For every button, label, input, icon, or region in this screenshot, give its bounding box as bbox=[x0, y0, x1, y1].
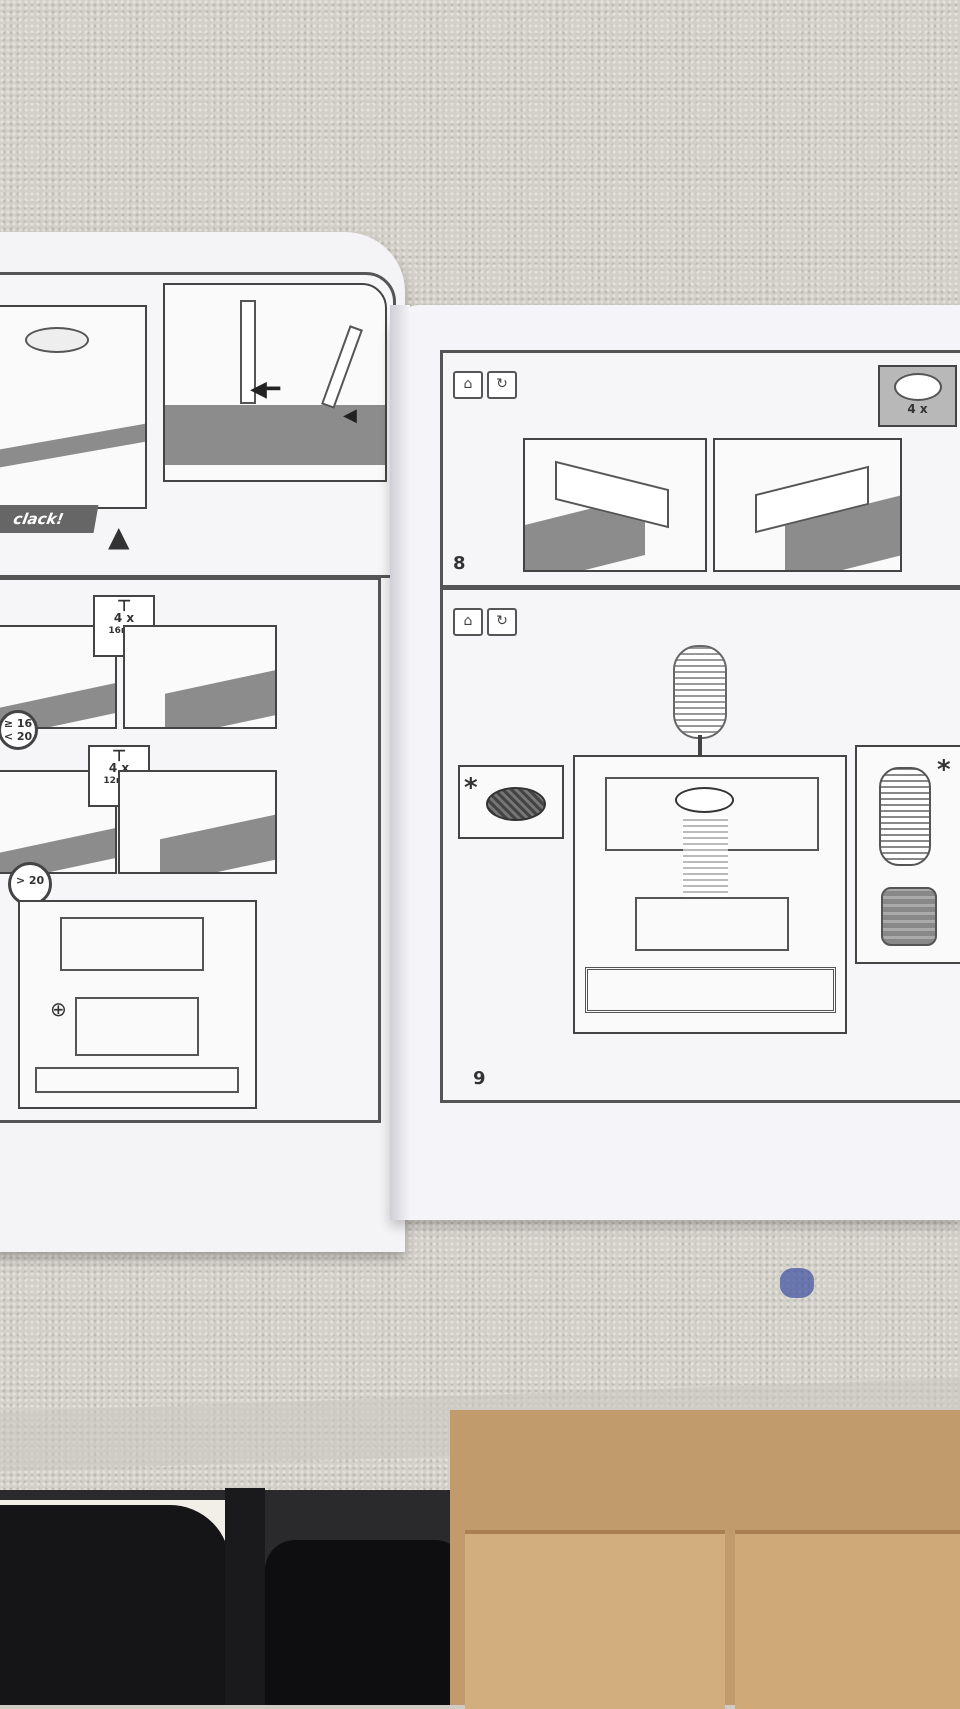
optional-grille-detail: * bbox=[458, 765, 564, 839]
recirculation-icon: ↻ bbox=[487, 371, 517, 399]
shelf-shading bbox=[165, 405, 385, 465]
arrow-left-icon: ◀━ bbox=[250, 377, 281, 402]
step-8-drawing-right bbox=[713, 438, 902, 572]
screw-icon: ⊤ bbox=[111, 746, 127, 765]
range-badge-16-20: ≥ 16 < 20 bbox=[0, 710, 38, 750]
step-8-panel: ⌂ ↻ 4 x 8 bbox=[440, 350, 960, 588]
house-arrow-icon: ⌂ bbox=[453, 608, 483, 636]
hood-front-drawing: ⊕ bbox=[18, 900, 257, 1109]
step-9-number: 9 bbox=[473, 1068, 486, 1089]
house-arrow-icon: ⌂ bbox=[453, 371, 483, 399]
left-middle-panel: ⊤ 4 x 16mm ≥ 16 < 20 ⊤ 4 x 12mm > 20 ⊕ bbox=[0, 577, 381, 1123]
table-leg bbox=[225, 1488, 265, 1705]
step-8-number: 8 bbox=[453, 553, 466, 574]
grille-icon bbox=[486, 787, 546, 821]
manual-right-page: ⌂ ↻ 4 x 8 ⌂ ↻ * bbox=[390, 305, 960, 1220]
arrow-up-icon: ▲ bbox=[108, 520, 130, 553]
cabinet-detail-drawing: ◀━ ◀ bbox=[163, 283, 387, 482]
optional-filter-detail: * bbox=[855, 745, 960, 964]
duct-hose-inner bbox=[683, 817, 728, 897]
manual-left-page: ◀━ ◀ clack! ▲ ⊤ 4 x 16mm ≥ 16 < 20 ⊤ 4 x… bbox=[0, 232, 405, 1252]
recirculation-icon: ↻ bbox=[487, 608, 517, 636]
dark-chair bbox=[265, 1540, 465, 1705]
duct-hose-icon bbox=[879, 767, 931, 866]
clack-label: clack! bbox=[0, 505, 99, 533]
arrow-left-icon: ◀ bbox=[343, 405, 357, 426]
cap-icon bbox=[893, 373, 942, 401]
cardboard-flap-right bbox=[735, 1530, 960, 1709]
step-9-panel: ⌂ ↻ * * 9 bbox=[440, 587, 960, 1103]
duct-hose-top bbox=[673, 645, 727, 739]
screw-mount-drawing-4 bbox=[118, 770, 277, 874]
ink-stain bbox=[780, 1268, 814, 1298]
screw-icon: ⊤ bbox=[116, 596, 132, 615]
filter-icon bbox=[881, 887, 937, 946]
dark-object bbox=[0, 1505, 230, 1705]
hood-drawing bbox=[0, 305, 147, 509]
cardboard-flap-left bbox=[465, 1530, 725, 1709]
hood-cutaway-drawing bbox=[573, 755, 847, 1034]
book-spine bbox=[390, 305, 410, 1220]
part-badge: 4 x bbox=[878, 365, 957, 427]
duct-ring bbox=[675, 787, 734, 813]
screw-mount-drawing-2 bbox=[123, 625, 277, 729]
left-top-panel: ◀━ ◀ clack! ▲ bbox=[0, 272, 396, 578]
step-8-drawing-left bbox=[523, 438, 707, 572]
screw-knob-icon: ⊕ bbox=[50, 997, 67, 1021]
